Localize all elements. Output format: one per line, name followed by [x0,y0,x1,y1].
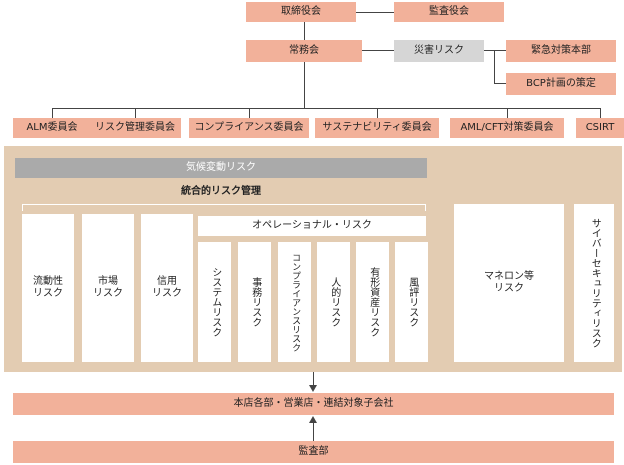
executive-committee: 常務会 [246,40,362,62]
administrative-risk-label: 事務リスク [249,277,261,327]
arrow-down-icon [309,385,317,392]
connector-audit-branches [313,422,314,441]
market-risk: 市場 リスク [82,214,134,362]
compliance-risk: コンプライアンスリスク [278,242,311,362]
connector-board-audit [356,12,394,13]
committee-aml-cft: AML/CFT対策委員会 [450,118,564,138]
human-risk: 人的リスク [317,242,350,362]
tangible-asset-risk-label: 有形資産リスク [367,267,379,337]
arrow-up-icon [309,416,317,423]
committee-drop-3 [249,108,250,118]
emergency-hq: 緊急対策本部 [506,40,616,62]
audit-department: 監査部 [13,441,614,463]
committee-drop-1 [52,108,53,118]
liquidity-risk: 流動性 リスク [22,214,74,362]
connector-area-branches [313,372,314,388]
system-risk: システムリスク [198,242,231,362]
committee-risk-management: リスク管理委員会 [89,118,181,138]
committee-bus [52,108,601,109]
board-of-directors: 取締役会 [246,2,356,22]
credit-risk: 信用 リスク [141,214,193,362]
disaster-risk: 災害リスク [394,40,484,62]
administrative-risk: 事務リスク [238,242,271,362]
connector-disaster-bcp-v [494,50,495,83]
audit-board: 監査役会 [394,2,504,22]
cybersecurity-risk-label: サイバーセキュリティリスク [589,218,601,348]
branches-subsidiaries: 本店各部・営業店・連結対象子会社 [13,393,614,415]
bcp-planning: BCP計画の策定 [506,73,616,95]
connector-disaster-bcp-h [494,83,506,84]
committee-csirt: CSIRT [576,118,624,138]
system-risk-label: システムリスク [209,267,221,337]
committee-sustainability: サステナビリティ委員会 [315,118,439,138]
reputational-risk-label: 風評リスク [406,277,418,327]
human-risk-label: 人的リスク [328,277,340,327]
connector-board-exec [304,22,305,40]
integrated-risk-management-label: 統合的リスク管理 [181,185,261,197]
committee-drop-2 [135,108,136,118]
committee-drop-4 [377,108,378,118]
connector-disaster-emergency [484,50,506,51]
committee-compliance: コンプライアンス委員会 [189,118,309,138]
tangible-asset-risk: 有形資産リスク [356,242,389,362]
committee-drop-5 [507,108,508,118]
money-laundering-risk: マネロン等 リスク [454,204,564,362]
operational-risk-header: オペレーショナル・リスク [198,216,426,236]
integrated-risk-bracket [22,204,426,211]
reputational-risk: 風評リスク [395,242,428,362]
connector-exec-disaster [362,50,394,51]
connector-exec-committees [304,62,305,108]
cybersecurity-risk: サイバーセキュリティリスク [574,204,614,362]
climate-change-risk: 気候変動リスク [15,158,427,178]
committee-alm: ALM委員会 [13,118,91,138]
compliance-risk-label: コンプライアンスリスク [290,252,301,352]
committee-drop-6 [600,108,601,118]
